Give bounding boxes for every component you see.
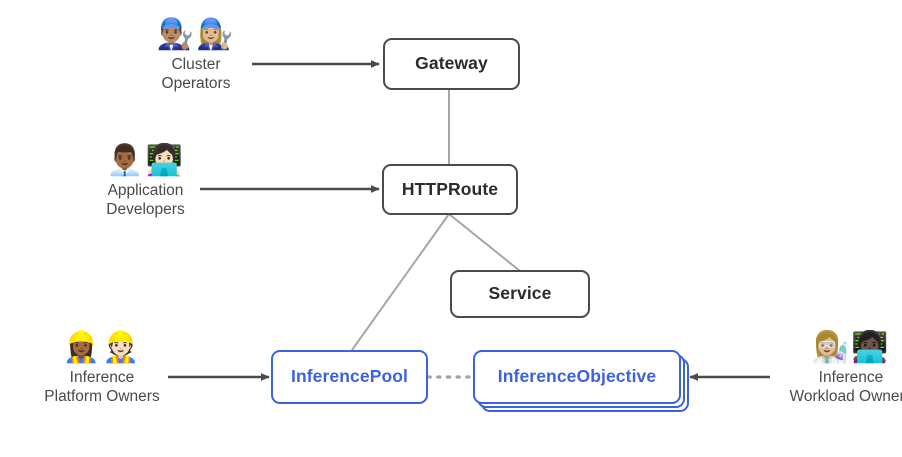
node-inferenceobjective[interactable]: InferenceObjective: [473, 350, 681, 404]
actor-application-developers[interactable]: 👨🏾‍💼👩🏻‍💻 Application Developers: [78, 144, 213, 219]
application-developers-label: Application Developers: [106, 182, 185, 218]
cluster-operators-label: Cluster Operators: [161, 56, 231, 92]
node-httproute[interactable]: HTTPRoute: [382, 164, 518, 215]
node-service-label: Service: [488, 283, 552, 304]
node-inferencepool[interactable]: InferencePool: [271, 350, 428, 404]
inference-workload-owners-icons: 👩🏼‍🔬👩🏿‍💻: [811, 330, 891, 365]
connector-httproute-inferencepool: [351, 213, 450, 351]
inference-platform-owners-icons: 👷🏾‍♀️👷🏻: [62, 330, 142, 365]
connector-httproute-service: [448, 213, 521, 272]
node-inferenceobjective-label: InferenceObjective: [497, 366, 657, 387]
actor-inference-workload-owners[interactable]: 👩🏼‍🔬👩🏿‍💻 Inference Workload Owners: [768, 331, 902, 406]
cluster-operators-icons: 👨🏽‍🔧👩🏼‍🔧: [156, 17, 236, 52]
application-developers-icons: 👨🏾‍💼👩🏻‍💻: [106, 143, 185, 178]
node-inferencepool-label: InferencePool: [290, 366, 409, 387]
node-gateway-label: Gateway: [415, 53, 488, 74]
node-service[interactable]: Service: [450, 270, 590, 318]
inference-workload-owners-label: Inference Workload Owners: [789, 369, 902, 405]
inference-platform-owners-label: Inference Platform Owners: [44, 369, 160, 405]
node-httproute-label: HTTPRoute: [401, 178, 499, 199]
actor-inference-platform-owners[interactable]: 👷🏾‍♀️👷🏻 Inference Platform Owners: [22, 331, 182, 406]
actor-cluster-operators[interactable]: 👨🏽‍🔧👩🏼‍🔧 Cluster Operators: [137, 18, 255, 93]
node-gateway[interactable]: Gateway: [383, 38, 520, 90]
